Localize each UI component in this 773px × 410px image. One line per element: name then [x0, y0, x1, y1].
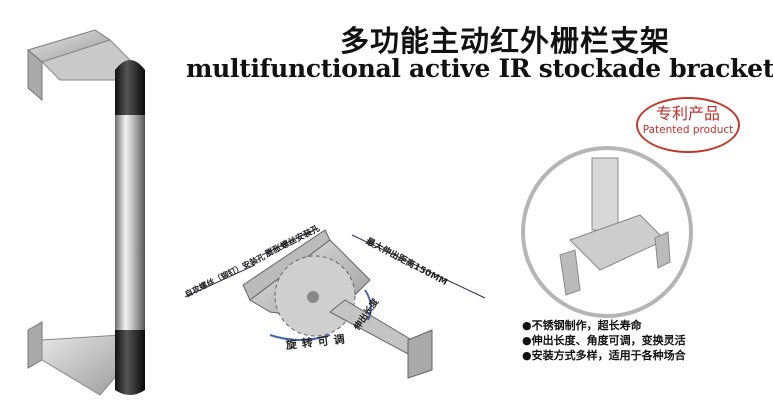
- bottom-bracket: [27, 321, 131, 396]
- feature-list: ●不锈钢制作，超长寿命 ●伸出长度、角度可调，变换灵活 ●安装方式多样，适用于各…: [522, 318, 686, 363]
- badge-cn: 专利产品: [655, 104, 720, 123]
- top-bracket: [26, 29, 131, 102]
- feature-item: ●安装方式多样，适用于各种场合: [522, 349, 686, 362]
- ir-beam-pole: [115, 60, 145, 395]
- title-english: multifunctional active IR stockade brack…: [186, 54, 773, 83]
- bracket-photo: [521, 146, 693, 318]
- feature-item: ●伸出长度、角度可调，变换灵活: [522, 334, 686, 347]
- feature-item: ●不锈钢制作，超长寿命: [522, 319, 642, 332]
- bracket-diagram: [184, 227, 486, 379]
- badge-en: Patented product: [642, 124, 734, 136]
- patent-badge: 专利产品 Patented product: [636, 97, 740, 153]
- title-chinese: 多功能主动红外栅栏支架: [340, 24, 671, 58]
